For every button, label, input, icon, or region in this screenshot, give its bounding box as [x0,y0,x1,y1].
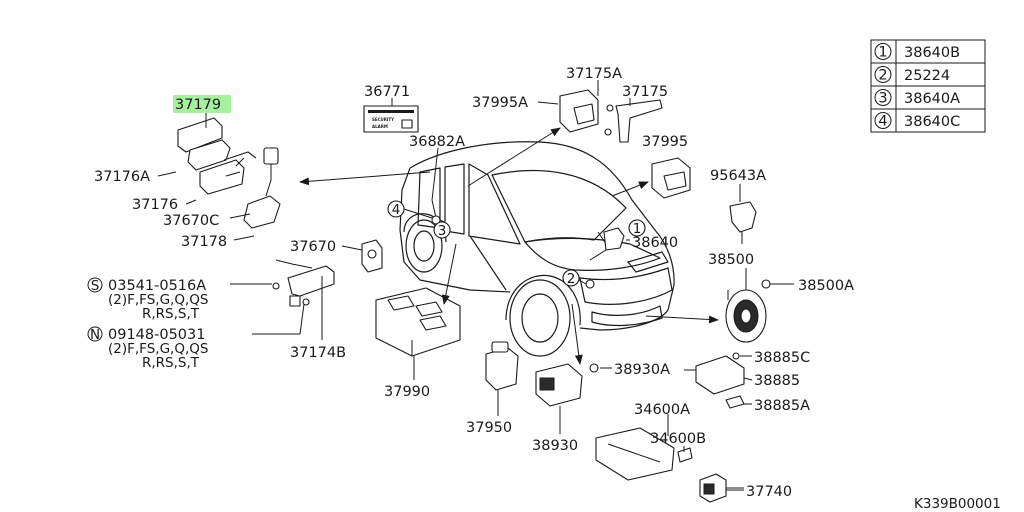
label-37670[interactable]: 37670 [290,239,336,255]
part-34600A-illustration [595,427,693,481]
highlight-box [173,95,231,113]
part-37995-illustration [651,157,691,199]
label-34600B[interactable]: 34600B [650,431,706,447]
legend-number: 3 [878,91,887,107]
legend-number: 2 [878,68,887,84]
label-37990[interactable]: 37990 [384,384,430,400]
screw-variants-line-1: (2)F,FS,G,Q,QS [108,292,208,308]
part-38930-illustration [535,363,599,407]
legend-number: 4 [878,114,887,130]
diagram-code: K339B00001 [914,496,1001,512]
label-38885C[interactable]: 38885C [754,350,810,366]
leader-lines [157,80,794,491]
label-37176[interactable]: 37176 [132,197,178,213]
svg-text:3: 3 [438,223,447,239]
label-36771[interactable]: 36771 [364,84,410,100]
screw-variants-line-2: R,RS,S,T [142,306,200,322]
legend-row-1: 1 38640B [870,39,986,64]
part-38640-illustration [589,227,625,261]
label-38500[interactable]: 38500 [708,252,754,268]
callout-1: 1 [628,219,646,237]
label-37670C[interactable]: 37670C [163,213,219,229]
part-37174B-illustration [272,259,335,307]
sticker-line-1: SECURITY [372,117,394,122]
label-37950[interactable]: 37950 [466,420,512,436]
legend-part: 25224 [904,68,950,84]
label-38885A[interactable]: 38885A [754,398,810,414]
legend-number: 1 [878,45,887,61]
nut-variants-line-1: (2)F,FS,G,Q,QS [108,341,208,357]
label-38885[interactable]: 38885 [754,373,800,389]
part-38885-illustration [695,352,745,409]
part-38500-horn [725,279,771,343]
label-37179[interactable]: 37179 [175,97,221,113]
part-95643A-illustration [729,201,757,244]
label-nut-code[interactable]: 09148-05031 [108,327,206,343]
label-36882A[interactable]: 36882A [409,134,465,150]
label-37176A[interactable]: 37176A [94,169,150,185]
label-37175A[interactable]: 37175A [566,66,622,82]
callout-4: 4 [387,200,433,219]
label-38930A[interactable]: 38930A [614,362,670,378]
label-38500A[interactable]: 38500A [798,278,854,294]
part-36771-sticker: SECURITY ALARM [363,105,419,133]
legend-row-2: 2 25224 [870,62,986,87]
label-34600A[interactable]: 34600A [634,402,690,418]
label-37740[interactable]: 37740 [746,484,792,500]
callout-2: 2 [562,269,587,287]
label-37175[interactable]: 37175 [622,84,668,100]
sticker-line-2: ALARM [372,124,388,129]
legend-part: 38640B [904,45,960,61]
part-37950-illustration [485,341,519,391]
label-37995A[interactable]: 37995A [472,95,528,111]
part-37990-illustration [375,287,461,357]
screw-marker: S [91,278,100,294]
label-37178[interactable]: 37178 [181,234,227,250]
legend-table: 1 38640B 2 25224 3 38640A 4 38640C [870,39,986,133]
legend-part: 38640A [904,91,960,107]
label-95643A[interactable]: 95643A [710,168,766,184]
label-38930[interactable]: 38930 [532,438,578,454]
svg-text:2: 2 [567,271,576,287]
legend-row-4: 4 38640C [870,108,986,133]
part-37740-illustration [699,473,744,503]
part-labels: 37179 37176A 37176 37670C 37178 36771 36… [87,66,1001,512]
part-37670-illustration [361,239,383,273]
callout-3: 3 [433,221,451,239]
nut-marker: N [90,327,100,343]
label-38640[interactable]: 38640 [632,235,678,251]
part-37179-illustration [177,117,281,229]
car-illustration [399,141,675,357]
svg-text:1: 1 [633,221,642,237]
label-screw-code[interactable]: 03541-0516A [108,278,206,294]
legend-row-3: 3 38640A [870,85,986,110]
label-37995[interactable]: 37995 [642,134,688,150]
label-37174B[interactable]: 37174B [290,345,346,361]
nut-variants-line-2: R,RS,S,T [142,355,200,371]
svg-text:4: 4 [392,202,401,218]
part-37995A-illustration [559,89,663,143]
legend-part: 38640C [904,114,960,130]
